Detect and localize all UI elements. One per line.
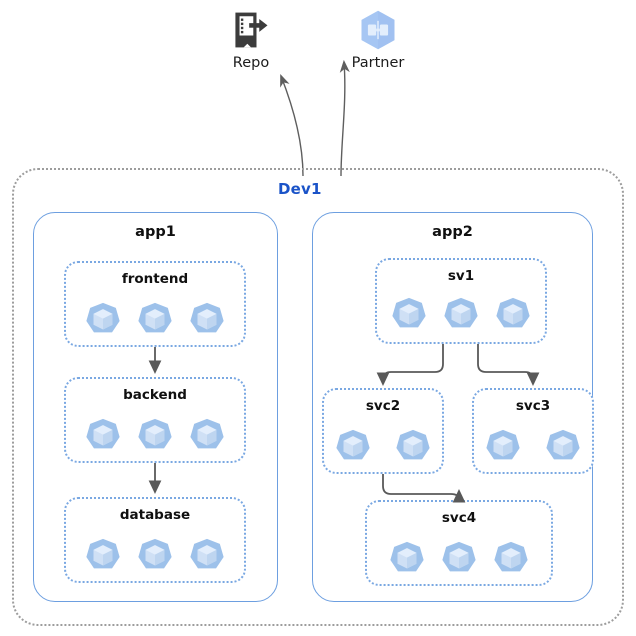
- pod-icon: [494, 541, 528, 572]
- pod-group: [377, 296, 545, 334]
- repo-icon: [235, 12, 268, 48]
- pod-icon: [86, 418, 120, 449]
- arrow-dev1-to-repo: [280, 74, 304, 177]
- service-box-backend[interactable]: backend: [64, 377, 246, 463]
- service-label: sv1: [447, 268, 475, 284]
- external-node-partner[interactable]: Partner: [323, 8, 433, 71]
- pod-icon: [444, 297, 478, 328]
- pod-icon: [546, 429, 580, 460]
- service-label: svc3: [515, 398, 551, 414]
- service-box-svc4[interactable]: svc4: [365, 500, 553, 586]
- environment-box-dev1[interactable]: [12, 168, 624, 626]
- service-label: backend: [123, 387, 187, 403]
- service-label: svc2: [365, 398, 401, 414]
- service-label: database: [119, 507, 191, 523]
- pod-group: [474, 428, 592, 466]
- service-box-sv1[interactable]: sv1: [375, 258, 547, 344]
- application-label: app2: [432, 224, 473, 240]
- pod-icon: [486, 429, 520, 460]
- pod-icon: [86, 302, 120, 333]
- pod-group: [66, 537, 244, 575]
- pod-icon: [336, 429, 370, 460]
- pod-icon: [442, 541, 476, 572]
- pod-icon: [396, 429, 430, 460]
- service-box-svc2[interactable]: svc2: [322, 388, 444, 474]
- pod-group: [367, 540, 551, 578]
- service-box-frontend[interactable]: frontend: [64, 261, 246, 347]
- service-box-database[interactable]: database: [64, 497, 246, 583]
- pod-icon: [496, 297, 530, 328]
- external-node-label: Partner: [351, 55, 405, 71]
- pod-icon: [138, 538, 172, 569]
- pod-icon: [138, 418, 172, 449]
- service-label: svc4: [441, 510, 477, 526]
- pod-icon: [86, 538, 120, 569]
- pod-icon: [190, 302, 224, 333]
- pod-group: [66, 417, 244, 455]
- pod-icon: [390, 541, 424, 572]
- pod-group: [324, 428, 442, 466]
- external-node-repo[interactable]: Repo: [196, 8, 306, 71]
- external-node-label: Repo: [232, 55, 270, 71]
- pod-icon: [190, 538, 224, 569]
- pod-group: [66, 301, 244, 339]
- partner-hexagon-icon: [361, 10, 395, 50]
- pod-icon: [138, 302, 172, 333]
- application-label: app1: [135, 224, 176, 240]
- environment-label: Dev1: [278, 180, 322, 198]
- pod-icon: [392, 297, 426, 328]
- service-box-svc3[interactable]: svc3: [472, 388, 594, 474]
- pod-icon: [190, 418, 224, 449]
- service-label: frontend: [121, 271, 189, 287]
- arrow-dev1-to-partner: [339, 59, 350, 177]
